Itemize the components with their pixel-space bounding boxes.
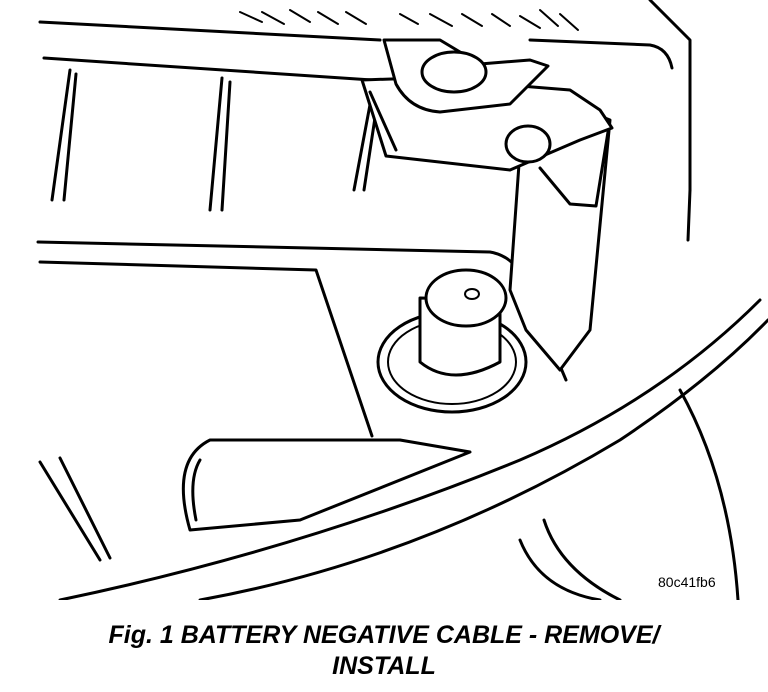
- caption-line-2: INSTALL: [332, 652, 436, 680]
- battery-cable-illustration: [36, 0, 768, 600]
- battery-tray-outline: [38, 0, 692, 242]
- negative-battery-post: [376, 268, 528, 414]
- negative-cable-clamp: [360, 38, 614, 372]
- caption-line-1: Fig. 1 BATTERY NEGATIVE CABLE - REMOVE/: [108, 621, 660, 649]
- figure-caption: Fig. 1 BATTERY NEGATIVE CABLE - REMOVE/ …: [0, 620, 768, 682]
- fender-edge: [58, 298, 768, 600]
- battery-cable-body: [181, 438, 472, 532]
- illustration-code: 80c41fb6: [658, 574, 716, 590]
